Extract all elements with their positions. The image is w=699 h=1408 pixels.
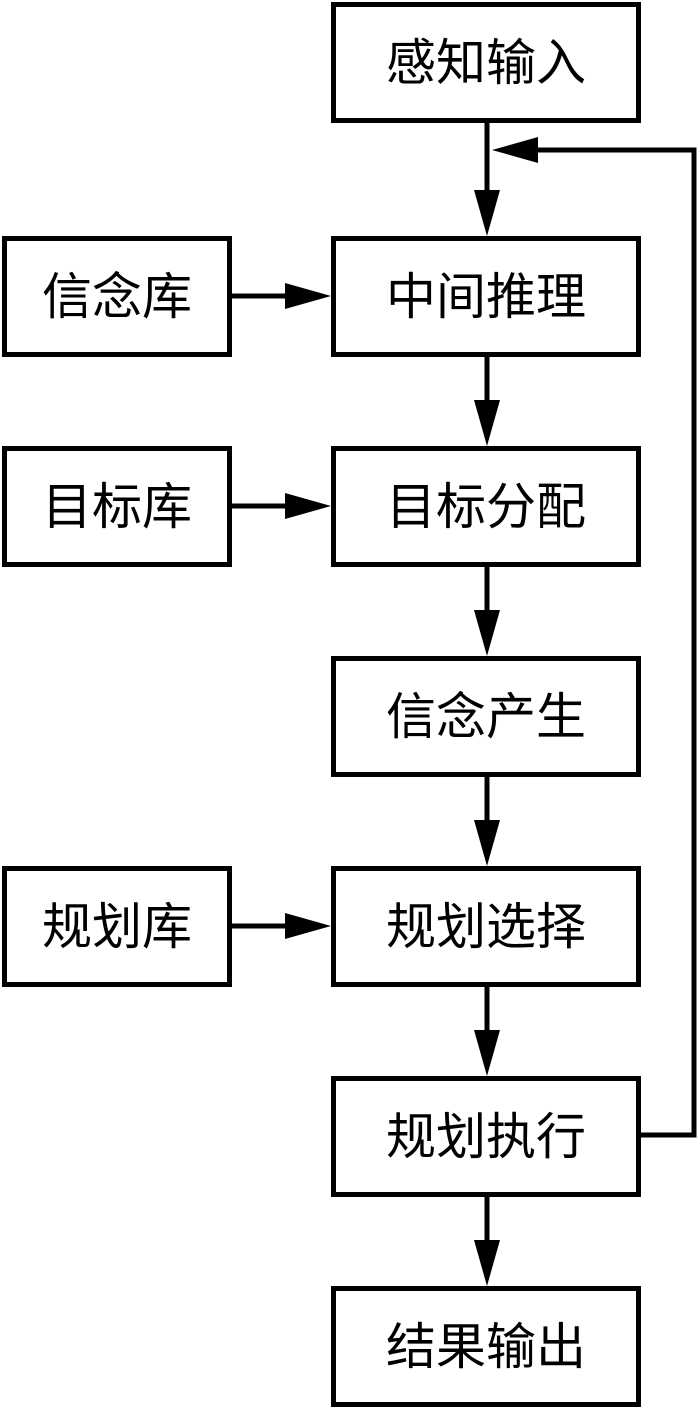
- arrow-goal-base-to-goal-allocation: [232, 493, 331, 519]
- node-goal-allocation: 目标分配: [331, 446, 641, 567]
- node-label: 感知输入: [386, 33, 586, 92]
- arrow-perception-to-reasoning: [474, 121, 500, 236]
- node-label: 目标库: [42, 477, 192, 536]
- node-label: 信念库: [42, 267, 192, 326]
- arrow-reasoning-to-goal-allocation: [474, 355, 500, 446]
- node-intermediate-reasoning: 中间推理: [331, 236, 641, 357]
- node-belief-generation: 信念产生: [331, 656, 641, 777]
- node-label: 规划选择: [386, 897, 586, 956]
- node-label: 规划执行: [386, 1107, 586, 1166]
- arrow-belief-generation-to-plan-selection: [474, 775, 500, 866]
- node-plan-execution: 规划执行: [331, 1076, 641, 1197]
- arrow-feedback-execution-to-reasoning: [492, 137, 697, 1138]
- node-perception-input: 感知输入: [331, 2, 641, 123]
- node-plan-selection: 规划选择: [331, 866, 641, 987]
- arrow-plan-selection-to-plan-execution: [474, 985, 500, 1076]
- arrow-goal-allocation-to-belief-generation: [474, 565, 500, 656]
- node-label: 目标分配: [386, 477, 586, 536]
- node-goal-base: 目标库: [2, 446, 232, 567]
- node-result-output: 结果输出: [331, 1286, 641, 1407]
- arrow-belief-base-to-reasoning: [232, 283, 331, 309]
- arrow-plan-execution-to-result-output: [474, 1195, 500, 1286]
- node-belief-base: 信念库: [2, 236, 232, 357]
- node-label: 信念产生: [386, 687, 586, 746]
- node-plan-base: 规划库: [2, 866, 232, 987]
- node-label: 规划库: [42, 897, 192, 956]
- arrow-plan-base-to-plan-selection: [232, 913, 331, 939]
- node-label: 结果输出: [386, 1317, 586, 1376]
- node-label: 中间推理: [386, 267, 586, 326]
